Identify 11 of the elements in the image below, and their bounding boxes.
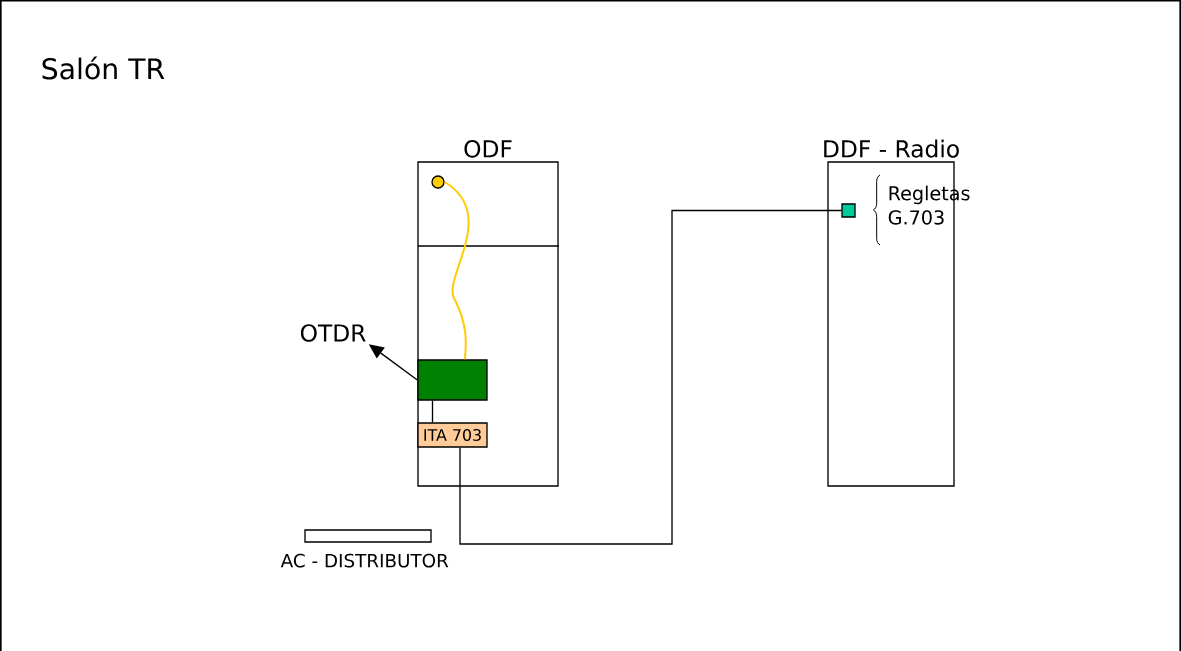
device-label: OTDR (300, 324, 366, 342)
cable (431, 400, 434, 423)
module-box (417, 359, 488, 401)
distributor-bar: AC - DISTRIBUTOR (280, 529, 449, 568)
panel-box: ITA 703 (417, 422, 488, 448)
node-label: ODF (464, 140, 512, 158)
title: Salón TR (42, 56, 165, 80)
terminal-square (841, 203, 856, 218)
node-label: AC - DISTRIBUTOR (280, 553, 449, 568)
cable (459, 209, 842, 545)
node-label: DDF - Radio (824, 139, 959, 158)
